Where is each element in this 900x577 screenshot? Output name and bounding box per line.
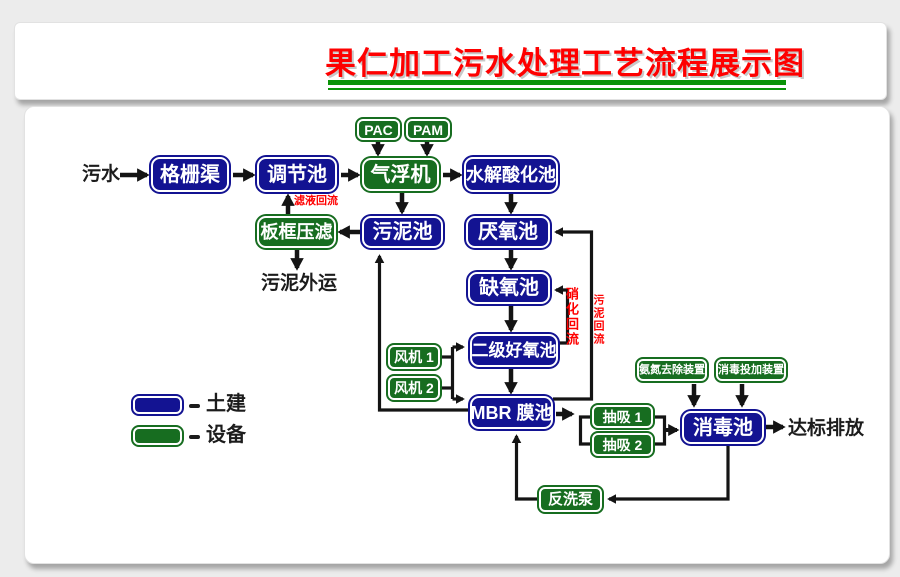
node-ammonia-removal-device: 氨氮去除装置 <box>637 359 707 381</box>
node-sludge-tank: 污泥池 <box>362 216 443 248</box>
node-air-flotation: 气浮机 <box>362 158 439 191</box>
node-fan-1: 风机 1 <box>388 345 440 369</box>
legend-civil-dash <box>189 404 200 408</box>
sludge-return-label: 污泥回流 <box>592 294 604 346</box>
header-panel <box>14 22 887 100</box>
node-plate-frame-filter: 板框压滤 <box>257 216 336 248</box>
node-anoxic-tank: 缺氧池 <box>468 272 550 304</box>
legend-equipment-swatch <box>133 427 182 445</box>
page-title: 果仁加工污水处理工艺流程展示图 <box>325 46 805 81</box>
node-fan-2: 风机 2 <box>388 376 440 400</box>
node-anaerobic-tank: 厌氧池 <box>466 216 550 248</box>
legend-civil-label: 土建 <box>206 393 246 415</box>
sludge-out-label: 污泥外运 <box>261 273 338 294</box>
node-disinfectant-dosing-device: 消毒投加装置 <box>716 359 786 381</box>
node-pac: PAC <box>357 119 400 140</box>
legend-equipment-label: 设备 <box>206 424 246 446</box>
node-suction-2: 抽吸 2 <box>592 433 653 456</box>
legend-civil-swatch <box>133 396 182 414</box>
discharge-label: 达标排放 <box>788 418 865 439</box>
node-mbr-tank: MBR 膜池 <box>470 396 553 429</box>
node-disinfection-tank: 消毒池 <box>682 411 764 444</box>
node-suction-1: 抽吸 1 <box>592 405 653 428</box>
node-regulating-tank: 调节池 <box>257 157 337 192</box>
node-grid-channel: 格栅渠 <box>151 157 229 192</box>
title-underline-thin <box>328 88 786 90</box>
node-backwash-pump: 反洗泵 <box>539 487 602 512</box>
filtrate-return-label: 滤液回流 <box>294 195 338 207</box>
node-hydrolysis-acidification-tank: 水解酸化池 <box>464 157 558 192</box>
nitrification-return-label: 硝化回流 <box>564 287 579 347</box>
legend-equipment-dash <box>189 435 200 439</box>
title-underline-thick <box>328 80 786 85</box>
node-pam: PAM <box>406 119 450 140</box>
node-secondary-aerobic-tank: 二级好氧池 <box>470 334 558 367</box>
source-label: 污水 <box>82 164 121 185</box>
